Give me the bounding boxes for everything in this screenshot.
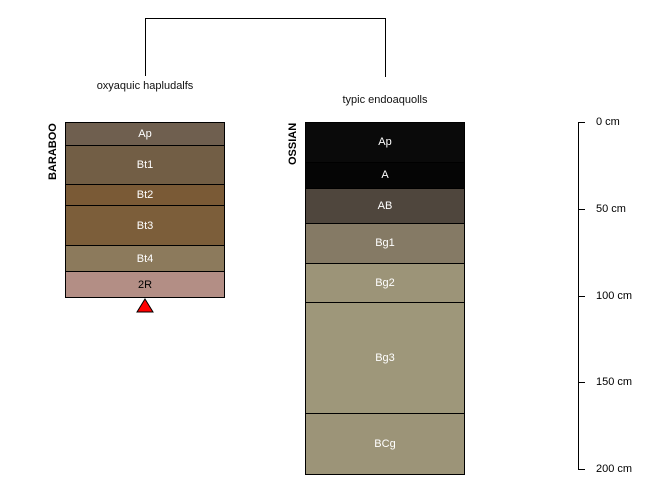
depth-tick-label: 150 cm <box>596 376 633 389</box>
horizon-bg2: Bg2 <box>305 262 465 304</box>
horizon-bcg: BCg <box>305 413 465 476</box>
horizon-ap: Ap <box>305 122 465 163</box>
taxon-label-ossian: typic endoaquolls <box>342 94 428 106</box>
depth-tick-label: 50 cm <box>596 202 626 215</box>
horizon-bt3: Bt3 <box>65 205 225 247</box>
horizon-bt1: Bt1 <box>65 144 225 186</box>
depth-tick <box>578 295 585 297</box>
horizon-bg1: Bg1 <box>305 222 465 264</box>
depth-tick-label: 200 cm <box>596 463 633 475</box>
taxon-label-baraboo: oxyaquic hapludalfs <box>96 80 194 92</box>
dendrogram-right-branch <box>385 18 386 77</box>
horizon-bt2: Bt2 <box>65 184 225 207</box>
depth-tick <box>578 208 585 210</box>
horizon-bt4: Bt4 <box>65 245 225 273</box>
horizon-ab: AB <box>305 187 465 224</box>
dendrogram-top <box>145 18 386 19</box>
depth-tick <box>578 469 585 470</box>
horizon-ap: Ap <box>65 122 225 146</box>
horizon-bg3: Bg3 <box>305 302 465 415</box>
profile-id-baraboo: BARABOO <box>47 123 59 180</box>
profile-id-ossian: OSSIAN <box>287 122 299 165</box>
bottom-marker-triangle-icon <box>136 298 154 313</box>
depth-tick <box>578 122 585 123</box>
horizon-2r: 2R <box>65 271 225 299</box>
depth-tick <box>578 382 585 384</box>
dendrogram-left-branch <box>145 18 146 76</box>
depth-tick-label: 0 cm <box>596 116 620 128</box>
horizon-a: A <box>305 161 465 189</box>
depth-tick-label: 100 cm <box>596 289 633 302</box>
